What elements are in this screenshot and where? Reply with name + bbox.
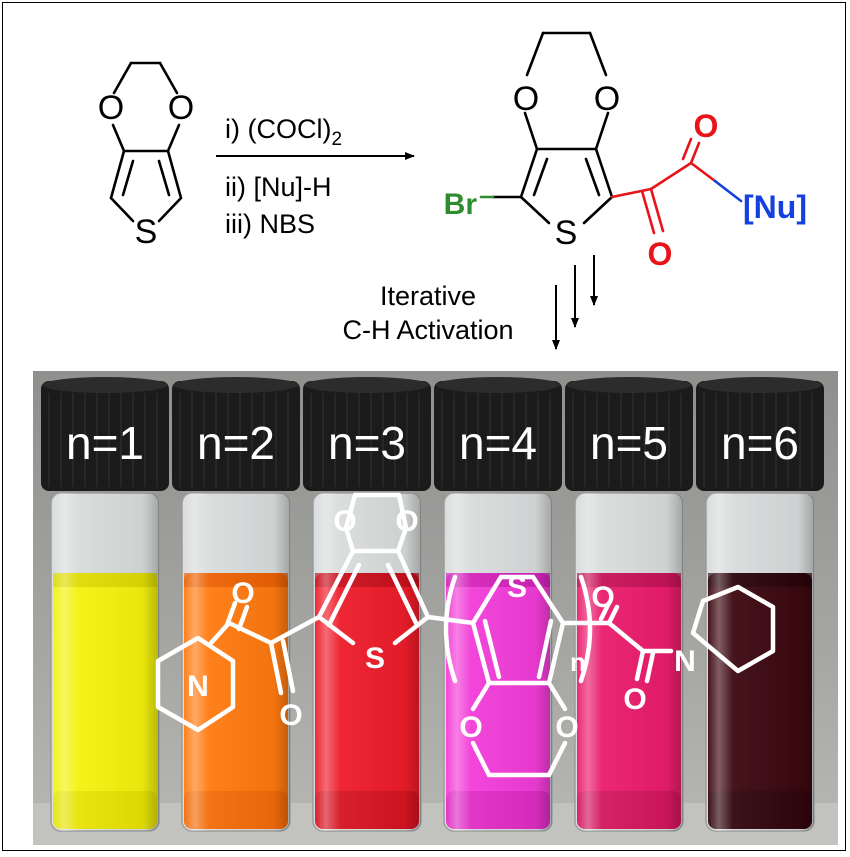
photo-bench — [33, 803, 838, 845]
start-s: S — [135, 213, 158, 251]
product-o-left: O — [513, 80, 539, 118]
overlay-n-right: N — [674, 645, 696, 678]
vial-6: n=6 — [696, 377, 824, 832]
vial-label: n=2 — [197, 417, 275, 469]
vial-glass-shade — [182, 493, 290, 831]
vial-glass-shade — [51, 493, 159, 831]
vial-glass-shade — [444, 493, 552, 831]
starting-material-edot — [109, 61, 183, 223]
product-s: S — [555, 214, 578, 252]
overlay-repeat-index: n — [570, 647, 586, 677]
vial-cap-top — [698, 377, 822, 393]
overlay-s-thiophene: S — [365, 642, 385, 675]
overlay-edot-o-4: O — [555, 711, 578, 744]
vial-2: n=2 — [172, 377, 300, 832]
piperidine-right — [690, 584, 776, 674]
vial-5: n=5 — [565, 377, 693, 832]
vial-cap-top — [305, 377, 429, 393]
overlay-n-left: N — [187, 670, 209, 703]
overlay-ketone-o-1: O — [231, 577, 254, 610]
oligomer-overlay-structure — [155, 492, 776, 778]
vial-cap-top — [174, 377, 298, 393]
vial-cap-top — [43, 377, 167, 393]
iteration-label-line-2: C-H Activation — [342, 315, 513, 345]
vial-glass-shade — [706, 493, 814, 831]
overlay-edot-o-1: O — [333, 505, 356, 538]
vial-label: n=5 — [590, 417, 668, 469]
overlay-ketone-o-4: O — [623, 683, 646, 716]
overlay-ketone-o-3: O — [591, 581, 614, 614]
nu-bond — [713, 179, 743, 203]
start-o-left: O — [98, 89, 124, 127]
vial-1: n=1 — [41, 377, 169, 832]
iteration-label-line-1: Iterative — [380, 281, 476, 311]
oxalyl-group — [610, 137, 717, 235]
overlay-atom-labels: N N S S O O O O O O O O n — [187, 505, 696, 744]
overlay-ketone-o-2: O — [279, 699, 302, 732]
product-ketone-o-lower: O — [648, 236, 673, 272]
product-ketone-o-upper: O — [694, 108, 719, 144]
condition-step-3: iii) NBS — [225, 209, 315, 239]
product-structure — [479, 31, 614, 225]
overlay-s-repeat: S — [507, 571, 527, 604]
vial-4: n=4 — [434, 377, 562, 832]
product-o-right: O — [594, 80, 620, 118]
reaction-scheme-figure: O O S i) (COCl)2 ii) [Nu]-H iii) NBS O O — [33, 31, 838, 845]
vial-cap-top — [567, 377, 691, 393]
vial-label: n=1 — [66, 417, 144, 469]
condition-step-2: ii) [Nu]-H — [225, 172, 332, 202]
vial-photo: n=1 n=2 n=3 n=4 n=5 n=6 — [33, 371, 838, 845]
start-o-right: O — [168, 89, 194, 127]
vial-3: n=3 — [303, 377, 431, 832]
product-nucleophile: [Nu] — [743, 189, 807, 225]
vial-label: n=3 — [328, 417, 406, 469]
overlay-edot-o-3: O — [459, 711, 482, 744]
condition-step-1: i) (COCl)2 — [225, 114, 342, 150]
vial-label: n=4 — [459, 417, 537, 469]
product-bromine: Br — [444, 188, 478, 221]
vial-label: n=6 — [721, 417, 799, 469]
vial-cap-top — [436, 377, 560, 393]
piperidine-left — [155, 635, 236, 733]
vial-glass-shade — [575, 493, 683, 831]
overlay-edot-o-2: O — [395, 505, 418, 538]
